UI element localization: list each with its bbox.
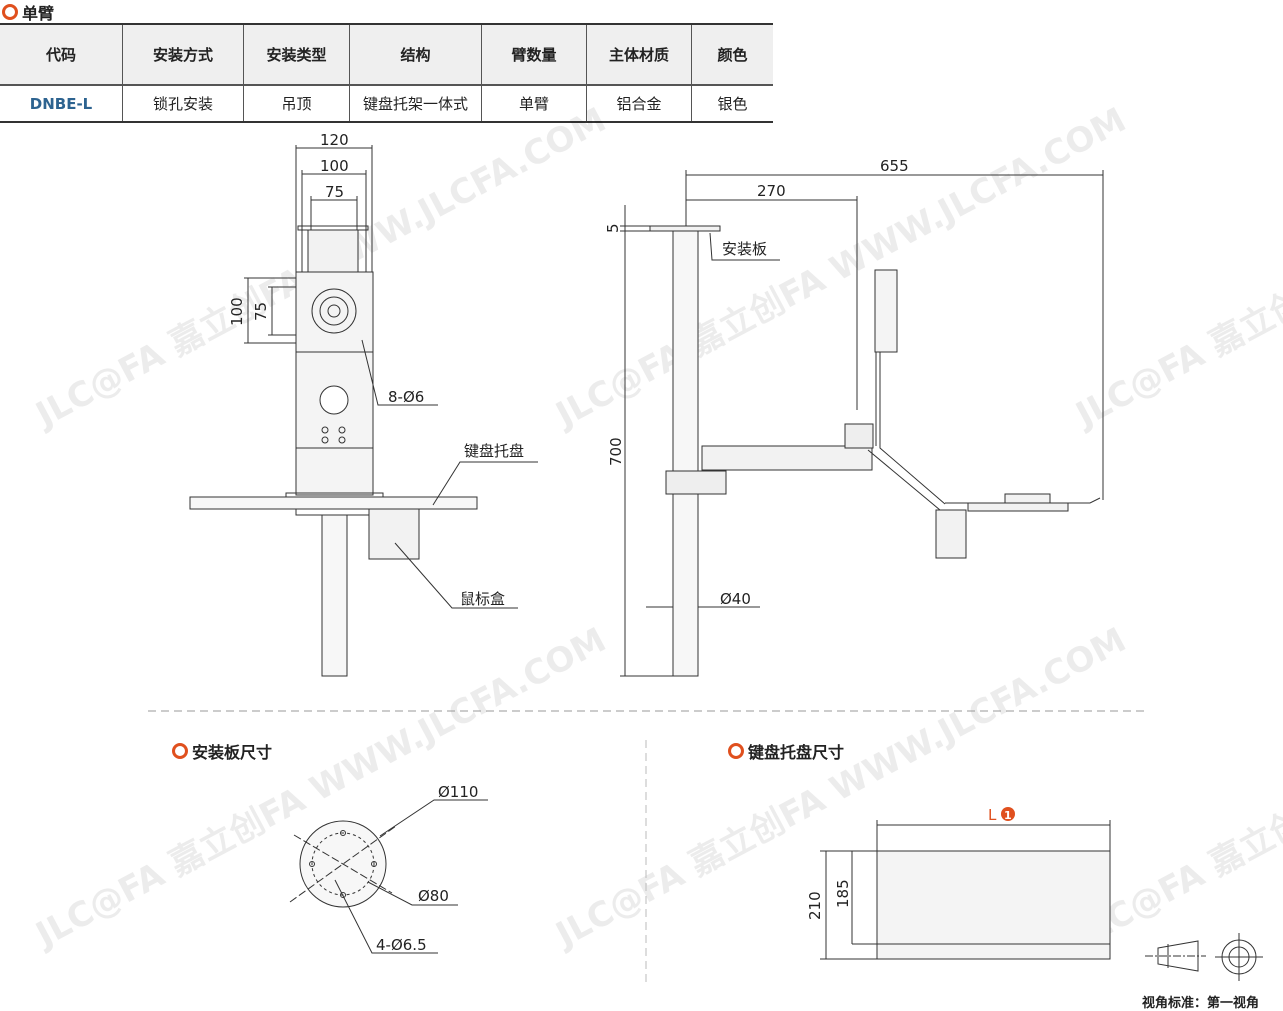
- note-number: 1: [1004, 809, 1012, 822]
- dim-width-100: 100: [320, 157, 349, 175]
- dim-270: 270: [757, 182, 786, 200]
- col-header: 臂数量: [481, 23, 587, 86]
- section-label: 安装板尺寸: [192, 743, 273, 762]
- pole-diameter-label: Ø40: [720, 590, 751, 608]
- cell: 银色: [691, 85, 773, 123]
- plate-pcd-dia: Ø80: [418, 887, 449, 905]
- front-view-drawing: [189, 145, 538, 677]
- circle-bullet-icon: [728, 743, 744, 759]
- table-header-row: 代码 安装方式 安装类型 结构 臂数量 主体材质 颜色: [0, 23, 773, 86]
- hole-label: 8-Ø6: [388, 388, 424, 406]
- cell-code: DNBE-L: [0, 85, 123, 123]
- dim-width-120: 120: [320, 131, 349, 149]
- col-header: 主体材质: [586, 23, 692, 86]
- section-label: 单臂: [22, 4, 55, 23]
- cell: 锁孔安装: [122, 85, 244, 123]
- table-row: DNBE-L 锁孔安装 吊顶 键盘托架一体式 单臂 铝合金 银色: [0, 85, 773, 123]
- cell: 单臂: [481, 85, 587, 123]
- section-title-plate: 安装板尺寸: [172, 739, 272, 763]
- tray-width-label: L: [988, 806, 997, 824]
- plate-holes: 4-Ø6.5: [376, 936, 427, 954]
- cell: 吊顶: [243, 85, 350, 123]
- section-title-tray: 键盘托盘尺寸: [728, 739, 844, 763]
- col-header: 代码: [0, 23, 123, 86]
- tray-dim-185: 185: [834, 879, 852, 908]
- cell: 铝合金: [586, 85, 692, 123]
- dim-700: 700: [607, 437, 625, 466]
- dim-5: 5: [604, 223, 622, 233]
- col-header: 安装类型: [243, 23, 350, 86]
- spec-table: 代码 安装方式 安装类型 结构 臂数量 主体材质 颜色 DNBE-L 锁孔安装 …: [0, 23, 773, 123]
- section-label: 键盘托盘尺寸: [748, 743, 845, 762]
- mount-plate-drawing: [289, 799, 488, 954]
- dim-655: 655: [880, 157, 909, 175]
- plate-outer-dia: Ø110: [438, 783, 478, 801]
- dim-width-75: 75: [325, 183, 344, 201]
- tray-drawing: [820, 807, 1111, 960]
- side-view-drawing: [620, 170, 1104, 677]
- cell: 键盘托架一体式: [349, 85, 482, 123]
- col-header: 颜色: [691, 23, 773, 86]
- mount-plate-label: 安装板: [722, 240, 767, 258]
- circle-bullet-icon: [172, 743, 188, 759]
- dim-height-75: 75: [252, 302, 270, 321]
- col-header: 结构: [349, 23, 482, 86]
- first-angle-projection-icon: [1145, 933, 1263, 981]
- view-standard-label: 视角标准：第一视角: [1142, 996, 1260, 1011]
- keyboard-tray-label: 键盘托盘: [464, 442, 524, 460]
- tray-dim-210: 210: [806, 891, 824, 920]
- section-title-single-arm: 单臂: [2, 0, 54, 24]
- dim-height-100: 100: [228, 297, 246, 326]
- col-header: 安装方式: [122, 23, 244, 86]
- mouse-box-label: 鼠标盒: [460, 590, 505, 608]
- circle-bullet-icon: [2, 4, 18, 20]
